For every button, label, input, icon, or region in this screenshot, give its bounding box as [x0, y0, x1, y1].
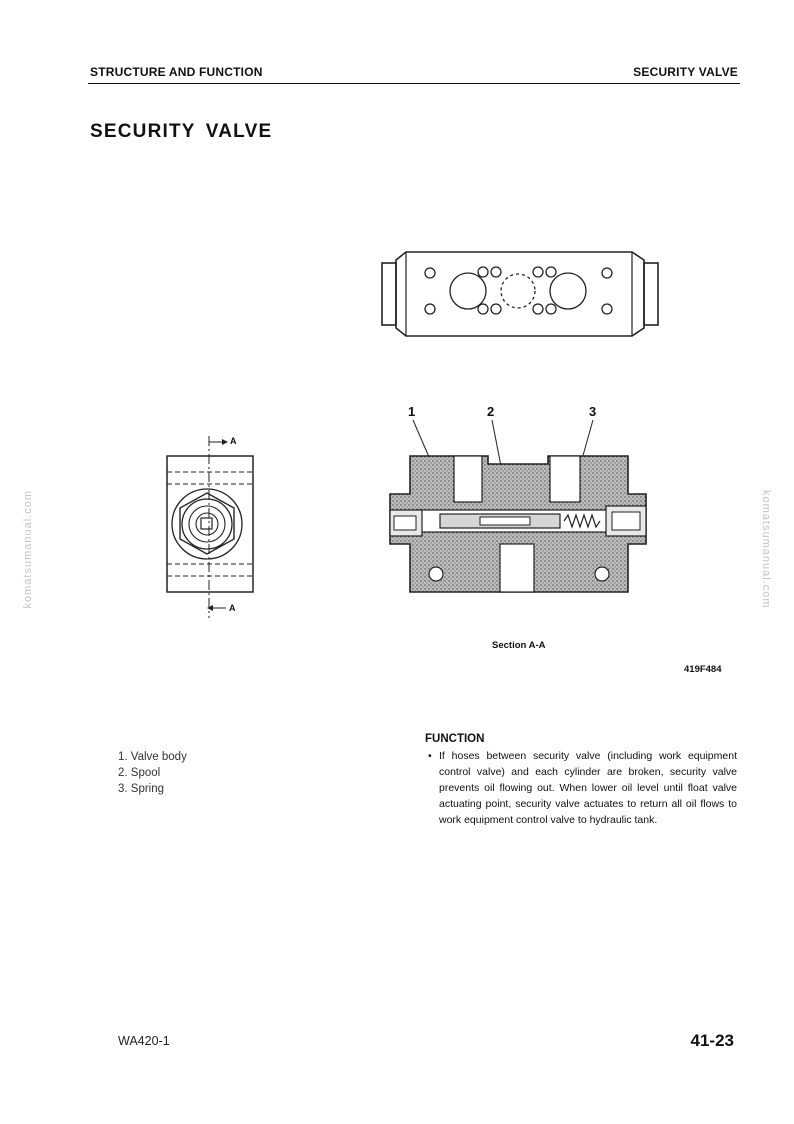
list-item: 1. Valve body — [118, 751, 187, 763]
callout-1: 1 — [408, 404, 416, 419]
valve-end-view — [166, 436, 254, 618]
list-item: 2. Spool — [118, 767, 161, 779]
valve-section-view — [389, 419, 647, 593]
function-heading: FUNCTION — [425, 733, 485, 745]
function-bullet: • If hoses between security valve (inclu… — [425, 748, 737, 828]
section-label: Section A-A — [492, 640, 546, 651]
list-item: 3. Spring — [118, 783, 165, 795]
page-title: SECURITY VALVE — [90, 121, 273, 142]
watermark-left: komatsumanual.com — [22, 490, 34, 609]
bullet-symbol: • — [428, 750, 432, 762]
parts-list: 1. Valve body 2. Spool 3. Spring — [118, 749, 187, 797]
watermark-right: komatsumanual.com — [760, 490, 772, 609]
header-topic: SECURITY VALVE — [633, 65, 738, 79]
callout-2: 2 — [487, 404, 495, 419]
section-marker-bottom: A — [229, 603, 236, 613]
header-rule — [88, 83, 740, 84]
function-section: FUNCTION • If hoses between security val… — [425, 733, 737, 828]
figure-code: 419F484 — [684, 664, 722, 675]
valve-top-view — [381, 251, 659, 337]
section-marker-top: A — [230, 436, 237, 446]
header-section-title: STRUCTURE AND FUNCTION — [90, 65, 263, 79]
callout-3: 3 — [589, 404, 597, 419]
function-text: If hoses between security valve (includi… — [439, 750, 737, 826]
footer-model: WA420-1 — [118, 1034, 170, 1048]
footer-page-number: 41-23 — [690, 1031, 734, 1050]
